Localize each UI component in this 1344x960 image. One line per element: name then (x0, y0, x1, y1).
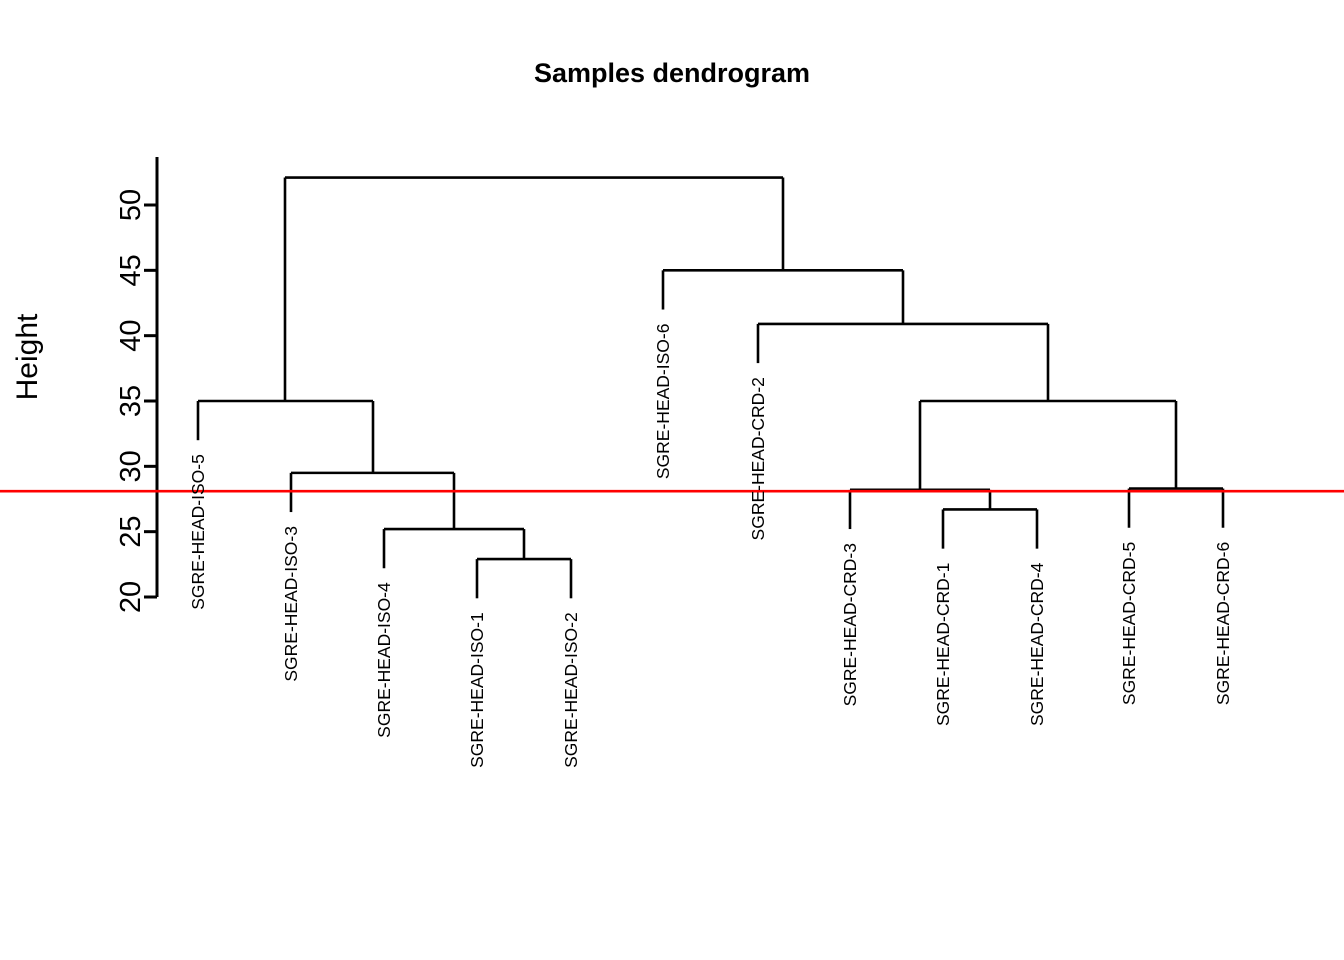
y-axis-tick-label: 30 (115, 450, 147, 482)
leaf-label: SGRE-HEAD-CRD-2 (748, 377, 768, 540)
y-axis-tick-label: 45 (115, 254, 147, 286)
leaf-label: SGRE-HEAD-ISO-5 (188, 454, 208, 610)
y-axis-tick-label: 35 (115, 385, 147, 417)
dendrogram-tree (196, 176, 1225, 599)
leaf-label: SGRE-HEAD-ISO-2 (561, 612, 581, 768)
y-axis-tick-label: 20 (115, 581, 147, 613)
leaf-label: SGRE-HEAD-ISO-1 (467, 612, 487, 768)
leaf-label: SGRE-HEAD-CRD-5 (1119, 542, 1139, 705)
leaf-label: SGRE-HEAD-CRD-4 (1027, 562, 1047, 726)
y-axis-tick-labels: 20 25 30 35 40 45 50 (115, 189, 147, 613)
leaf-label: SGRE-HEAD-ISO-4 (374, 582, 394, 738)
leaf-label: SGRE-HEAD-ISO-3 (281, 526, 301, 682)
leaf-label: SGRE-HEAD-ISO-6 (653, 324, 673, 480)
y-axis-tick-label: 40 (115, 320, 147, 352)
page-title: Samples dendrogram (533, 58, 811, 88)
y-axis (144, 157, 159, 599)
y-axis-tick-label: 50 (115, 189, 147, 221)
leaf-label: SGRE-HEAD-CRD-1 (933, 563, 953, 726)
y-axis-tick-label: 25 (115, 516, 147, 548)
leaf-label: SGRE-HEAD-CRD-6 (1213, 542, 1233, 705)
leaf-label: SGRE-HEAD-CRD-3 (840, 543, 860, 706)
